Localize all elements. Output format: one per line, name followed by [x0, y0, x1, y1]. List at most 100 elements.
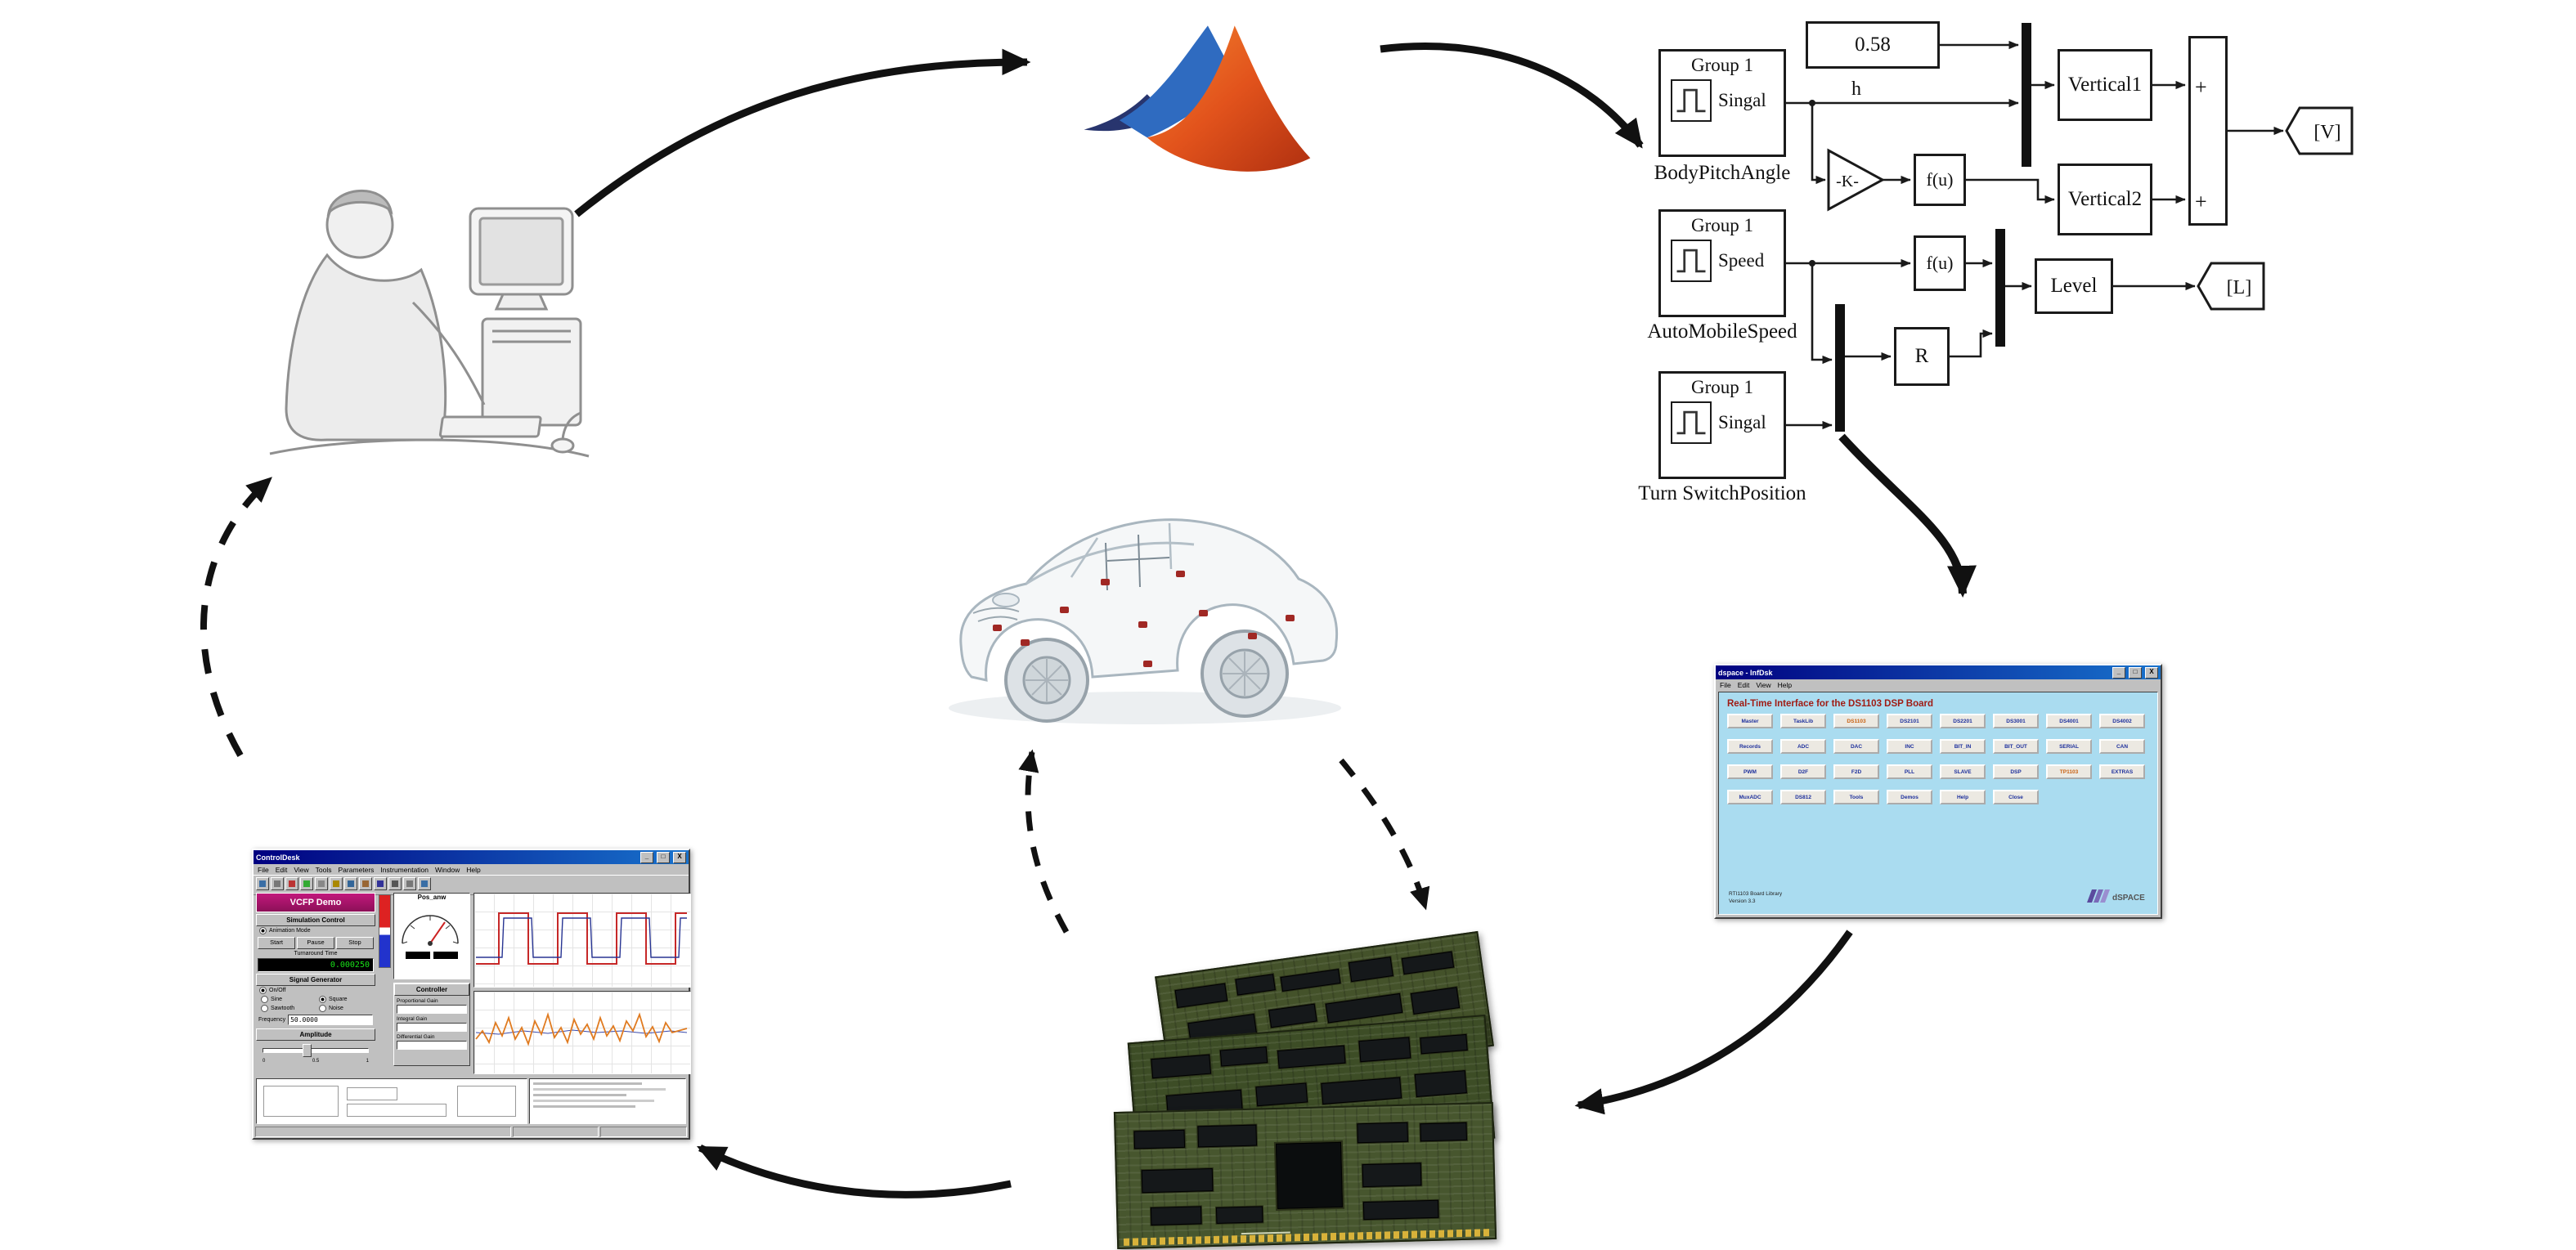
- menu-item[interactable]: Tools: [315, 865, 332, 874]
- ic-chip: [1215, 1206, 1263, 1224]
- menu-item[interactable]: Edit: [1737, 680, 1750, 689]
- dspace-library-button[interactable]: Help: [1940, 790, 1986, 804]
- toolbar-icon[interactable]: [359, 877, 372, 890]
- dspace-library-button[interactable]: DAC: [1833, 739, 1879, 754]
- toolbar-icon[interactable]: [285, 877, 298, 890]
- toolbar-icon[interactable]: [271, 877, 284, 890]
- waveform-label: Sine: [271, 997, 283, 1002]
- menu-item[interactable]: Help: [466, 865, 481, 874]
- waveform-radio[interactable]: [261, 996, 268, 1003]
- arrow-person-to-matlab: [574, 48, 1031, 217]
- onoff-label: On/Off: [269, 988, 286, 993]
- ic-chip: [1410, 987, 1461, 1015]
- controldesk-title-bar[interactable]: ControlDesk _ □ X: [254, 850, 689, 864]
- demo-title-banner: VCFP Demo: [256, 893, 375, 912]
- dspace-library-button[interactable]: PLL: [1887, 764, 1932, 779]
- dspace-library-button[interactable]: TaskLib: [1780, 714, 1826, 728]
- dspace-library-button[interactable]: Close: [1993, 790, 2039, 804]
- dspace-library-button[interactable]: DS3001: [1993, 714, 2039, 728]
- dspace-library-button[interactable]: Demos: [1887, 790, 1932, 804]
- stop-button[interactable]: Stop: [336, 937, 374, 949]
- slider-thumb[interactable]: [303, 1044, 312, 1057]
- variable-browser[interactable]: [529, 1078, 686, 1124]
- maximize-button[interactable]: □: [657, 851, 670, 863]
- dspace-library-button[interactable]: SLAVE: [1940, 764, 1986, 779]
- dspace-library-button[interactable]: DS4001: [2046, 714, 2092, 728]
- ic-chip: [1268, 1003, 1317, 1028]
- wire: [1950, 329, 1993, 358]
- signal-builder-turnswitch: Group 1 Singal: [1658, 371, 1786, 479]
- menu-item[interactable]: File: [1720, 680, 1731, 689]
- dspace-library-button[interactable]: DS1103: [1833, 714, 1879, 728]
- controller-input[interactable]: [397, 1041, 467, 1050]
- signal-name: Singal: [1718, 412, 1766, 432]
- waveform-radio[interactable]: [319, 1005, 326, 1012]
- pause-button[interactable]: Pause: [297, 937, 334, 949]
- controller-input[interactable]: [397, 1023, 467, 1032]
- arrow-boards-to-controldesk: [696, 1144, 1012, 1198]
- controller-input[interactable]: [397, 1005, 467, 1014]
- dspace-library-button[interactable]: INC: [1887, 739, 1932, 754]
- toolbar-icon[interactable]: [388, 877, 402, 890]
- dsp-boards-photo: [1113, 930, 1523, 1250]
- toolbar-icon[interactable]: [315, 877, 328, 890]
- waveform-radio[interactable]: [319, 996, 326, 1003]
- controller-header: Controller: [394, 983, 469, 996]
- toolbar-icon[interactable]: [403, 877, 416, 890]
- toolbar-icon[interactable]: [256, 877, 269, 890]
- menu-item[interactable]: View: [294, 865, 309, 874]
- status-bar: [255, 1127, 687, 1137]
- dspace-title-bar[interactable]: dspace - InfDsk _ □ X: [1716, 665, 2161, 679]
- menu-item[interactable]: View: [1756, 680, 1771, 689]
- dspace-library-button[interactable]: DS2101: [1887, 714, 1932, 728]
- dspace-library-button[interactable]: DS2201: [1940, 714, 1986, 728]
- menu-item[interactable]: Help: [1777, 680, 1793, 689]
- toolbar-icon[interactable]: [418, 877, 431, 890]
- close-button[interactable]: X: [2145, 666, 2158, 679]
- dspace-library-button[interactable]: DSP: [1993, 764, 2039, 779]
- dspace-library-button[interactable]: BIT_IN: [1940, 739, 1986, 754]
- menu-item[interactable]: File: [258, 865, 269, 874]
- menu-item[interactable]: Edit: [275, 865, 288, 874]
- dspace-library-button[interactable]: D2F: [1780, 764, 1826, 779]
- dspace-library-button[interactable]: DS812: [1780, 790, 1826, 804]
- toolbar-icon[interactable]: [374, 877, 387, 890]
- menu-item[interactable]: Window: [435, 865, 460, 874]
- close-button[interactable]: X: [673, 851, 686, 863]
- minimize-button[interactable]: _: [640, 851, 653, 863]
- dspace-library-button[interactable]: Tools: [1833, 790, 1879, 804]
- waveform-radio[interactable]: [261, 1005, 268, 1012]
- dspace-library-button[interactable]: BIT_OUT: [1993, 739, 2039, 754]
- frequency-input[interactable]: 50.0000: [288, 1015, 373, 1025]
- start-button[interactable]: Start: [258, 937, 295, 949]
- ic-chip: [1420, 1122, 1467, 1142]
- animation-checkbox[interactable]: [259, 927, 267, 934]
- dspace-library-button[interactable]: SERIAL: [2046, 739, 2092, 754]
- toolbar-icon[interactable]: [300, 877, 313, 890]
- toolbar-icon[interactable]: [344, 877, 357, 890]
- onoff-radio[interactable]: [259, 987, 267, 994]
- menu-item[interactable]: Parameters: [338, 865, 375, 874]
- dspace-library-button[interactable]: F2D: [1833, 764, 1879, 779]
- maximize-button[interactable]: □: [2129, 666, 2142, 679]
- frequency-row: Frequency 50.0000: [256, 1013, 375, 1027]
- dspace-library-button[interactable]: EXTRAS: [2099, 764, 2145, 779]
- menu-item[interactable]: Instrumentation: [380, 865, 429, 874]
- minimize-button[interactable]: _: [2112, 666, 2125, 679]
- dspace-library-button[interactable]: Master: [1727, 714, 1773, 728]
- dspace-logo-text: dSPACE: [2112, 894, 2145, 903]
- dspace-library-button[interactable]: MuxADC: [1727, 790, 1773, 804]
- dspace-library-button[interactable]: TP1103: [2046, 764, 2092, 779]
- frequency-label: Frequency: [258, 1017, 286, 1023]
- dspace-library-button[interactable]: CAN: [2099, 739, 2145, 754]
- layout-widget: [263, 1086, 339, 1117]
- dspace-library-button[interactable]: PWM: [1727, 764, 1773, 779]
- toolbar-icon[interactable]: [330, 877, 343, 890]
- amplitude-slider[interactable]: [263, 1044, 369, 1059]
- dspace-button-row: Master TaskLib DS1103 DS2101 DS2201 DS3001 DS4…: [1719, 714, 2157, 739]
- signal-builder-bodypitch: Group 1 Singal: [1658, 49, 1786, 157]
- dspace-library-button[interactable]: DS4002: [2099, 714, 2145, 728]
- signal-generator-header: Signal Generator: [256, 974, 375, 986]
- dspace-library-button[interactable]: Records: [1727, 739, 1773, 754]
- dspace-library-button[interactable]: ADC: [1780, 739, 1826, 754]
